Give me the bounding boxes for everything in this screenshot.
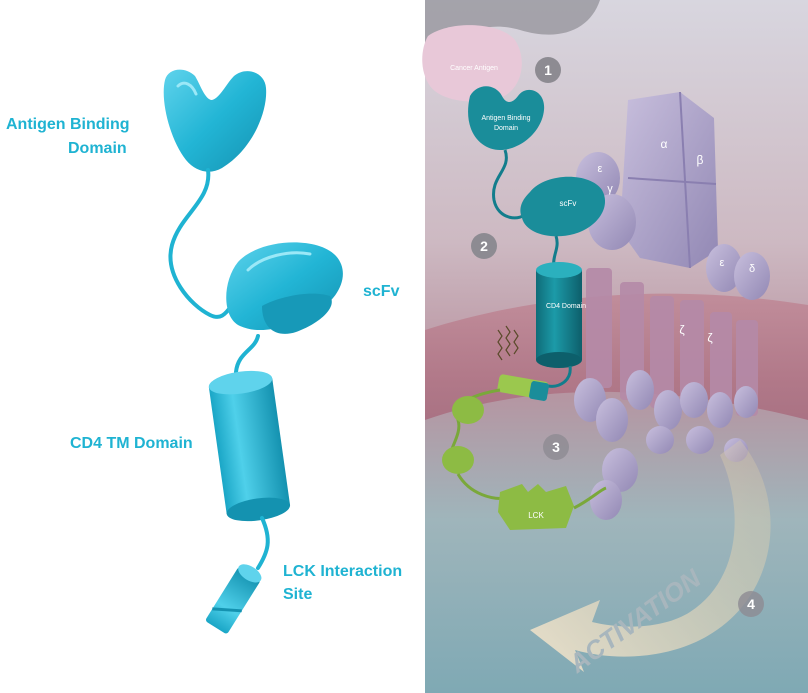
label-right-scfv: scFv <box>560 199 577 208</box>
label-gamma: γ <box>607 183 613 195</box>
left-linker-3 <box>256 516 270 570</box>
label-alpha: α <box>661 137 668 151</box>
left-linker-2 <box>234 334 260 374</box>
label-delta: δ <box>749 263 755 275</box>
tcr-epsilon-right <box>706 244 742 292</box>
tcr-alpha-beta <box>620 91 718 269</box>
tcr-intracellular-domains <box>574 370 758 520</box>
right-linker-3 <box>547 365 572 388</box>
right-antigen-binding-domain <box>468 86 545 150</box>
left-cd4-tm-domain <box>208 370 291 522</box>
lck-chain <box>442 374 549 500</box>
left-antigen-binding-domain <box>163 69 267 172</box>
label-scfv: scFv <box>363 283 400 300</box>
left-lck-interaction-site <box>205 564 262 634</box>
right-scfv <box>520 176 606 237</box>
label-right-antigen-binding-line1: Antigen Binding <box>481 115 530 122</box>
step-number-1: 1 <box>544 62 552 78</box>
label-zeta-1: ζ <box>679 323 685 337</box>
label-antigen-binding-line1: Antigen Binding <box>6 116 130 133</box>
signal-squiggle-icon <box>497 325 519 361</box>
activation-arrow <box>530 440 771 672</box>
lck-kinase <box>498 484 574 530</box>
step-number-4: 4 <box>747 596 755 612</box>
tcr-delta <box>734 252 770 300</box>
label-lck-interaction-line2: Site <box>283 586 313 603</box>
label-lck-interaction-line1: LCK Interaction <box>283 563 403 580</box>
label-antigen-binding-line2: Domain <box>68 140 127 157</box>
label-lck: LCK <box>528 511 544 520</box>
step-badge-2 <box>471 233 497 259</box>
left-scfv-lower-lobe <box>262 293 332 334</box>
label-beta: β <box>697 153 704 167</box>
left-linker-1 <box>168 168 234 319</box>
step-number-3: 3 <box>552 439 560 455</box>
step-badge-1 <box>535 57 561 83</box>
step-number-2: 2 <box>480 238 488 254</box>
right-cd4-domain <box>536 262 582 368</box>
label-epsilon-1: ε <box>598 163 603 175</box>
label-cancer-antigen: Cancer Antigen <box>450 65 498 72</box>
label-right-antigen-binding-line2: Domain <box>494 125 518 132</box>
right-panel: 1 2 3 4 Cancer Antigen Antigen Binding D… <box>422 0 808 693</box>
label-epsilon-2: ε <box>720 257 725 269</box>
cancer-antigen <box>422 25 522 102</box>
label-cd4-tm-domain: CD4 TM Domain <box>70 435 193 452</box>
label-right-cd4-domain: CD4 Domain <box>546 303 586 310</box>
step-badge-3 <box>543 434 569 460</box>
label-zeta-2: ζ <box>707 331 713 345</box>
step-badge-4 <box>738 591 764 617</box>
right-linker-1 <box>492 149 530 220</box>
